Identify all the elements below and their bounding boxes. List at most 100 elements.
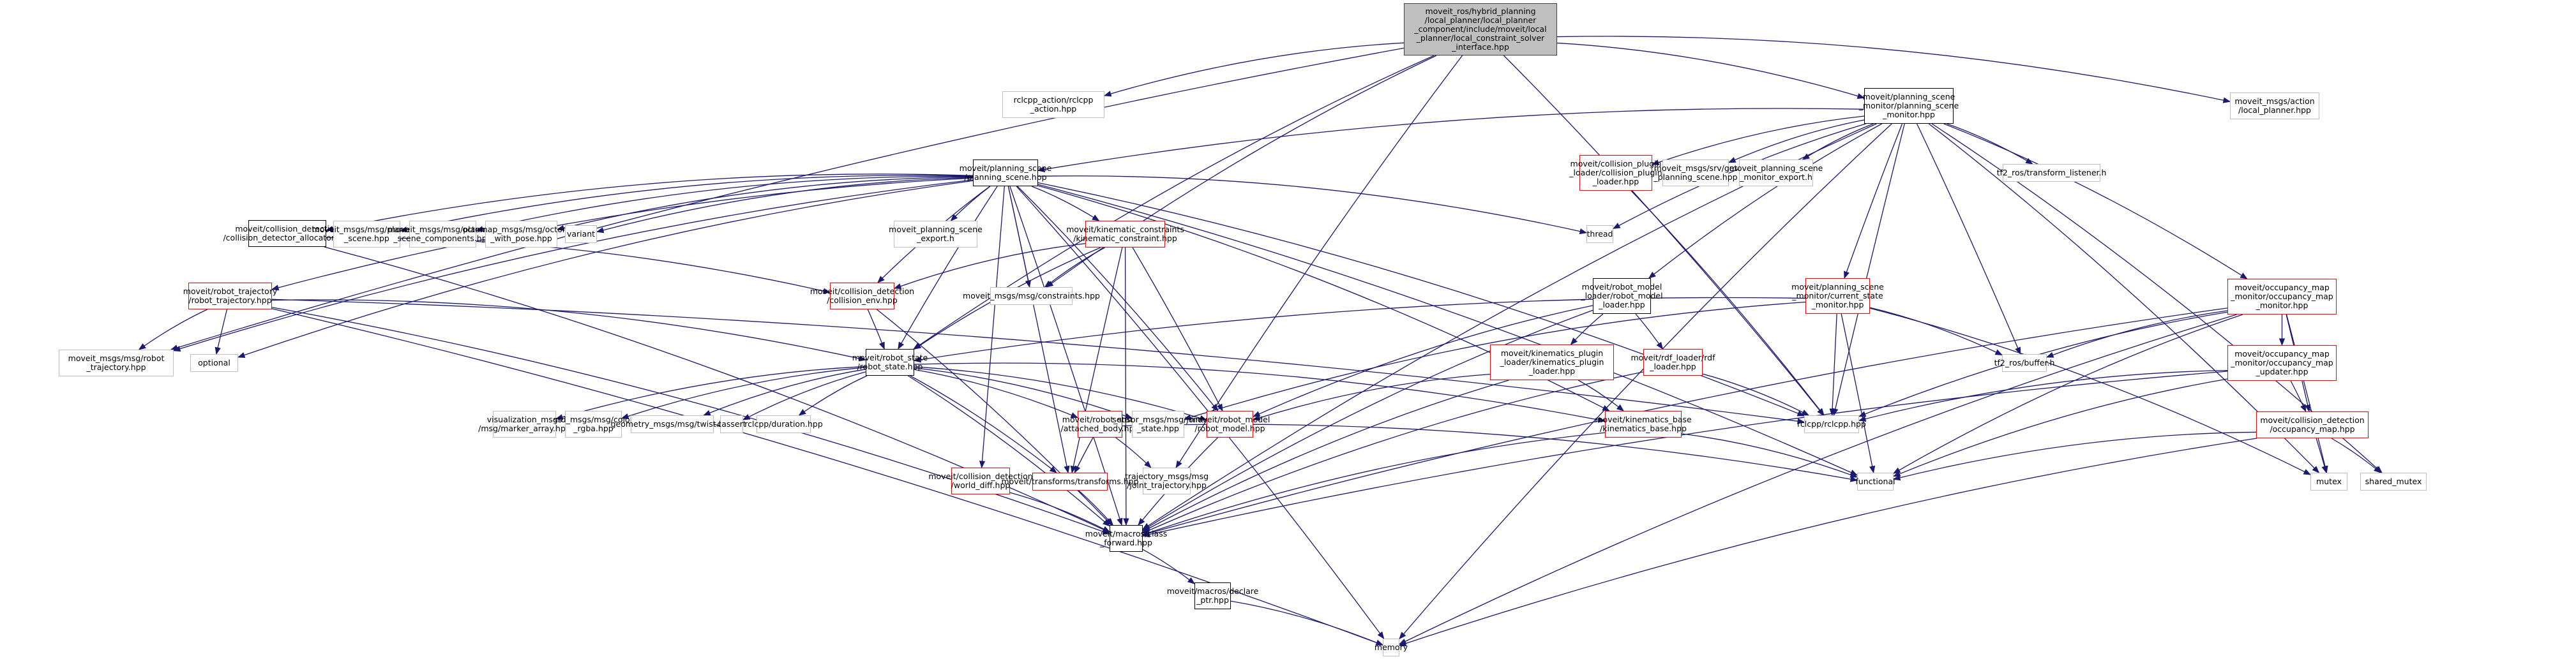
node-kinematics-base[interactable]: moveit/kinematics_base /kinematics_base.…	[1595, 411, 1692, 438]
edge-robot-trajectory-to-msg-robot-trajectory	[138, 309, 208, 350]
edge-collision-plugin-loader-to-rclcpp	[1631, 190, 1825, 416]
edge-cd-allocator-to-collision-env	[326, 237, 831, 294]
edge-occupancy-map-to-shared-mutex	[2331, 438, 2381, 473]
edge-occ-map-monitor-to-rclcpp	[1858, 311, 2228, 417]
node-joint-trajectory: trajectory_msgs/msg /joint_trajectory.hp…	[1125, 468, 1209, 494]
node-cd-allocator[interactable]: moveit/collision_detection /collision_de…	[223, 220, 352, 247]
node-transforms[interactable]: moveit/transforms/transforms.hpp	[1001, 473, 1139, 491]
edge-current-state-monitor-to-joint-state	[1183, 301, 1806, 420]
node-robot-trajectory[interactable]: moveit/robot_trajectory /robot_trajector…	[183, 283, 277, 309]
edge-occ-map-monitor-to-tf2-buffer	[2045, 310, 2228, 358]
edge-planning-scene-to-robot-state	[898, 186, 998, 350]
edge-robot-model-loader-to-kinematics-plugin-loader	[1570, 313, 1604, 345]
edge-class-forward-to-declare-ptr	[1142, 549, 1195, 584]
edge-current-state-monitor-to-functional	[1841, 313, 1876, 474]
node-robot-model[interactable]: moveit/robot_model /robot_model.hpp	[1190, 411, 1270, 438]
edge-planning-scene-to-memory	[1016, 186, 1385, 639]
edge-attached-body-to-joint-trajectory	[1115, 437, 1152, 468]
node-octomap-with-pose: octomap_msgs/msg/octomap _with_pose.hpp	[462, 221, 580, 248]
node-msg-constraints: moveit_msgs/msg/constraints.hpp	[963, 287, 1100, 305]
edge-root-to-local-planner-action	[1556, 36, 2231, 103]
node-collision-plugin-loader[interactable]: moveit/collision_plugin _loader/collisio…	[1569, 155, 1662, 191]
edge-planning-scene-to-rclcpp	[1037, 182, 1805, 417]
edge-robot-state-to-joint-state	[914, 367, 1133, 419]
edge-planning-scene-to-variant	[596, 177, 974, 233]
edge-current-state-monitor-to-mutex	[1869, 307, 2312, 475]
node-occupancy-map[interactable]: moveit/collision_detection /occupancy_ma…	[2256, 411, 2369, 438]
edge-psm-to-rclcpp	[1832, 123, 1905, 417]
edge-planning-scene-to-msg-robot-trajectory	[172, 179, 974, 352]
edge-robot-state-to-twist	[703, 369, 866, 416]
edge-robot-state-to-marker-array	[555, 366, 866, 420]
node-msg-robot-trajectory: moveit_msgs/msg/robot _trajectory.hpp	[59, 350, 174, 376]
node-kinematic-constraint[interactable]: moveit/kinematic_constraints /kinematic_…	[1066, 221, 1184, 248]
node-memory: memory	[1375, 639, 1408, 656]
edge-rdf-loader-to-rclcpp	[1702, 373, 1810, 416]
node-marker-array: visualization_msgs /msg/marker_array.hpp	[478, 411, 571, 438]
node-root[interactable]: moveit_ros/hybrid_planning /local_planne…	[1404, 3, 1557, 56]
node-shared-mutex: shared_mutex	[2360, 473, 2427, 491]
edge-robot-model-loader-to-robot-model	[1252, 305, 1593, 417]
node-declare-ptr[interactable]: moveit/macros/declare _ptr.hpp	[1167, 582, 1258, 609]
edge-robot-state-to-cassert	[742, 371, 866, 420]
edge-robot-trajectory-to-robot-state	[271, 299, 867, 362]
edge-psm-to-tf2-buffer	[1916, 123, 2021, 355]
edge-occ-map-updater-to-rclcpp	[1858, 369, 2228, 422]
node-world-diff[interactable]: moveit/collision_detection /world_diff.h…	[928, 468, 1033, 494]
node-occ-map-updater[interactable]: moveit/occupancy_map _monitor/occupancy_…	[2227, 345, 2337, 381]
node-cassert: cassert	[717, 415, 746, 433]
node-planning-scene[interactable]: moveit/planning_scene /planning_scene.hp…	[960, 159, 1051, 186]
edge-robot-trajectory-to-rclcpp	[271, 299, 1805, 424]
node-current-state-monitor[interactable]: moveit/planning_scene _monitor/current_s…	[1791, 278, 1884, 314]
edge-rdf-loader-to-class-forward	[1141, 371, 1644, 534]
edge-kinematic-constraint-to-msg-constraints	[1044, 247, 1105, 288]
node-joint-state: sensor_msgs/msg/joint _state.hpp	[1112, 411, 1204, 438]
edge-occ-map-monitor-to-functional	[1892, 314, 2243, 474]
node-robot-state[interactable]: moveit/robot_state /robot_state.hpp	[852, 349, 928, 376]
edge-kinematic-constraint-to-transforms	[1070, 247, 1123, 474]
edge-occupancy-map-to-functional	[1892, 431, 2257, 481]
edge-psm-to-robot-model-loader	[1648, 123, 1883, 279]
edge-occ-map-updater-to-occupancy-map	[2290, 380, 2307, 413]
node-variant: variant	[565, 225, 597, 243]
node-color-rgba: std_msgs/msg/color _rgba.hpp	[554, 411, 633, 438]
edge-current-state-monitor-to-rclcpp	[1829, 313, 1837, 417]
edge-planning-scene-to-kinematic-constraint	[1031, 186, 1100, 221]
node-kinematics-plugin-loader[interactable]: moveit/kinematics_plugin _loader/kinemat…	[1490, 344, 1614, 380]
edge-psm-to-occ-map-monitor	[1943, 123, 2248, 279]
edge-root-to-rclcpp-action	[1103, 42, 1405, 97]
edge-kinematics-plugin-loader-to-robot-model	[1252, 374, 1491, 421]
edge-psm-to-psm-export	[1802, 123, 1874, 160]
edge-occ-map-monitor-to-mutex	[2286, 314, 2328, 474]
node-collision-env[interactable]: moveit/collision_detection /collision_en…	[810, 283, 914, 309]
edge-planning-scene-to-cd-allocator	[325, 174, 974, 232]
edge-kinematics-base-to-class-forward	[1141, 432, 1606, 536]
node-attached-body[interactable]: moveit/robot_state /attached_body.hpp	[1061, 411, 1139, 438]
edge-planning-scene-to-world-diff	[979, 186, 1005, 469]
edge-kinematic-constraint-to-robot-model	[1132, 247, 1223, 412]
edge-psm-to-memory	[1399, 123, 1892, 640]
edge-kinematics-plugin-loader-to-kinematics-base	[1578, 380, 1624, 411]
edge-world-diff-to-class-forward	[1009, 492, 1111, 533]
node-psm[interactable]: moveit/planning_scene _monitor/planning_…	[1859, 88, 1959, 124]
edge-occupancy-map-to-memory	[1398, 438, 2257, 646]
node-occ-map-monitor[interactable]: moveit/occupancy_map _monitor/occupancy_…	[2227, 279, 2337, 315]
edge-current-state-monitor-to-robot-state	[913, 297, 1806, 363]
node-psm-export: moveit_planning_scene _monitor_export.h	[1729, 159, 1823, 186]
node-get-planning-scene: moveit_msgs/srv/get _planning_scene.hpp	[1653, 159, 1738, 186]
edge-root-to-robot-state	[913, 55, 1435, 350]
edge-planning-scene-to-thread	[1037, 175, 1588, 235]
node-ps-export: moveit_planning_scene _export.h	[889, 221, 983, 248]
edge-planning-scene-to-ps-export	[950, 186, 991, 221]
edge-planning-scene-to-octomap-with-pose	[556, 176, 974, 231]
node-msg-ps-components: moveit_msgs/msg/planning _scene_componen…	[388, 221, 497, 248]
edge-planning-scene-to-robot-model	[1017, 186, 1219, 411]
edge-psm-to-get-planning-scene	[1728, 119, 1865, 163]
node-class-forward[interactable]: moveit/macros/class _forward.hpp	[1085, 525, 1167, 552]
node-robot-model-loader[interactable]: moveit/robot_model _loader/robot_model _…	[1581, 278, 1663, 314]
edge-root-to-joint-trajectory	[1175, 55, 1463, 468]
node-rdf-loader[interactable]: moveit/rdf_loader/rdf _loader.hpp	[1631, 349, 1715, 376]
edge-planning-scene-to-robot-trajectory	[271, 177, 974, 291]
edge-occupancy-map-to-mutex	[2316, 438, 2328, 474]
edge-psm-to-current-state-monitor	[1844, 123, 1903, 279]
